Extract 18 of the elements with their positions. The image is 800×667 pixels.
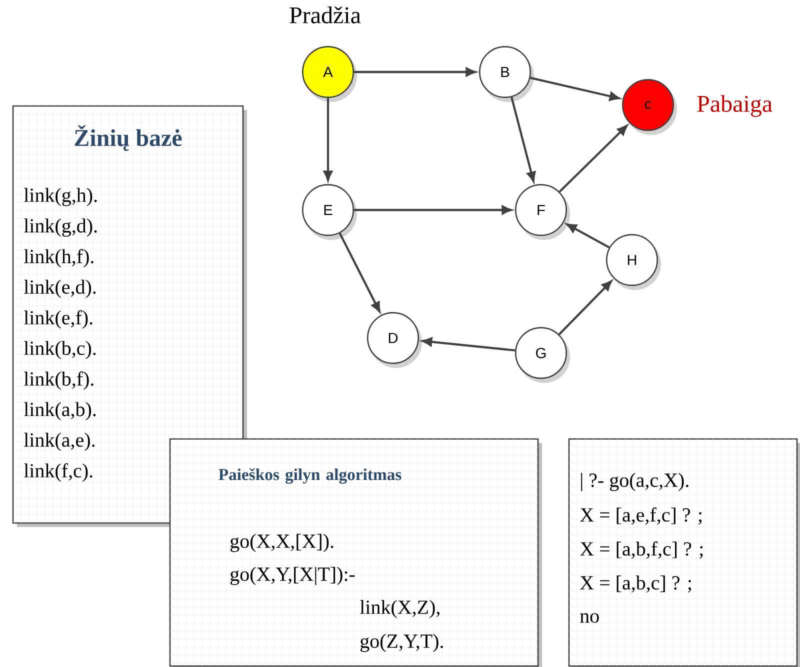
arrow xyxy=(558,125,628,193)
arrow xyxy=(566,223,610,248)
graph-node: B xyxy=(479,46,534,102)
graph-node: E xyxy=(302,184,357,240)
arrow xyxy=(324,98,332,181)
graph-node: D xyxy=(367,312,422,368)
arrow xyxy=(338,232,380,312)
node-caption: Pabaiga xyxy=(697,95,772,117)
arrow xyxy=(354,68,476,76)
graph-node: H xyxy=(606,234,661,290)
arrow xyxy=(530,76,620,101)
arrow xyxy=(510,96,536,182)
arrow xyxy=(558,280,612,336)
arrow xyxy=(422,337,516,352)
node-caption: Pradžia xyxy=(290,6,361,24)
arrow xyxy=(354,206,512,214)
graph-node: G xyxy=(515,327,570,383)
graph-node: F xyxy=(515,184,570,240)
